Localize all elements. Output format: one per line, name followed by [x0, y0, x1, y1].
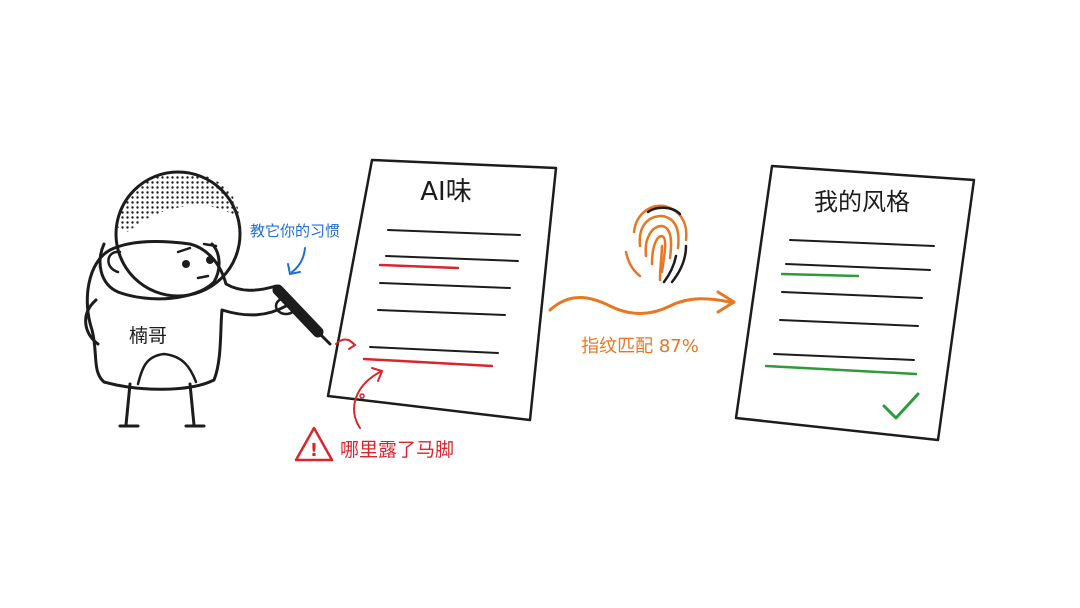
ai-doc-line-5: [369, 346, 499, 354]
ai-doc-line-1: [387, 229, 521, 236]
my-doc-line-5: [773, 353, 915, 361]
character-left-arm: [84, 298, 100, 346]
character-eye-right: [206, 256, 214, 264]
ai-document-paper: [326, 158, 558, 422]
warning-mark: !: [310, 440, 318, 461]
teach-habit-annotation: 教它你的习惯: [250, 222, 340, 240]
ai-doc-line-red-2: [362, 357, 494, 368]
pen-icon: [272, 284, 332, 346]
where-revealed-arrow: [353, 371, 381, 429]
check-icon: [882, 392, 920, 420]
my-style-document-paper: [734, 164, 976, 442]
character-mouth: [196, 274, 210, 280]
pen-tip-red-arrowhead: [348, 339, 357, 350]
where-revealed-arrowhead: [371, 367, 384, 382]
ai-doc-line-4: [377, 309, 506, 316]
my-doc-line-2: [785, 263, 931, 271]
character-brow-left: [176, 246, 192, 254]
my-doc-line-green-1: [780, 272, 860, 278]
character-name-label: 楠哥: [129, 325, 167, 347]
my-style-document-title: 我的风格: [814, 188, 910, 216]
where-revealed-annotation: 哪里露了马脚: [340, 439, 454, 461]
character-hair: [118, 172, 240, 232]
my-doc-line-3: [781, 291, 923, 299]
character-right-leg: [188, 382, 196, 427]
where-revealed-dot: [359, 393, 365, 399]
character-head: [114, 170, 242, 298]
teach-habit-arrowhead: [287, 263, 301, 276]
warning-triangle-icon: !: [294, 426, 334, 462]
character-eye-left: [182, 260, 190, 268]
ai-doc-line-red-1: [378, 263, 460, 270]
my-doc-line-green-2: [764, 364, 918, 376]
my-doc-line-4: [779, 319, 919, 327]
hoodie-body: [85, 240, 288, 391]
character-ear: [107, 250, 122, 274]
style-transfer-arrow: [548, 296, 732, 315]
character-nan-ge: 楠哥: [84, 170, 298, 428]
style-transfer-arrowhead: [716, 290, 736, 314]
my-doc-line-1: [789, 239, 935, 247]
ai-document: AI味: [326, 158, 558, 422]
teach-habit-arrow: [291, 247, 306, 273]
ai-doc-line-2: [385, 255, 519, 262]
fingerprint-match-label: 指纹匹配 87%: [581, 336, 699, 357]
hoodie-pocket: [136, 352, 198, 386]
ai-doc-line-3: [379, 282, 511, 289]
ai-document-title: AI味: [420, 177, 471, 207]
hoodie-hood: [98, 242, 221, 301]
my-style-document: 我的风格: [734, 164, 976, 442]
fingerprint-icon: [624, 204, 688, 284]
character-left-leg: [124, 382, 132, 427]
character-brow-right: [202, 242, 218, 248]
